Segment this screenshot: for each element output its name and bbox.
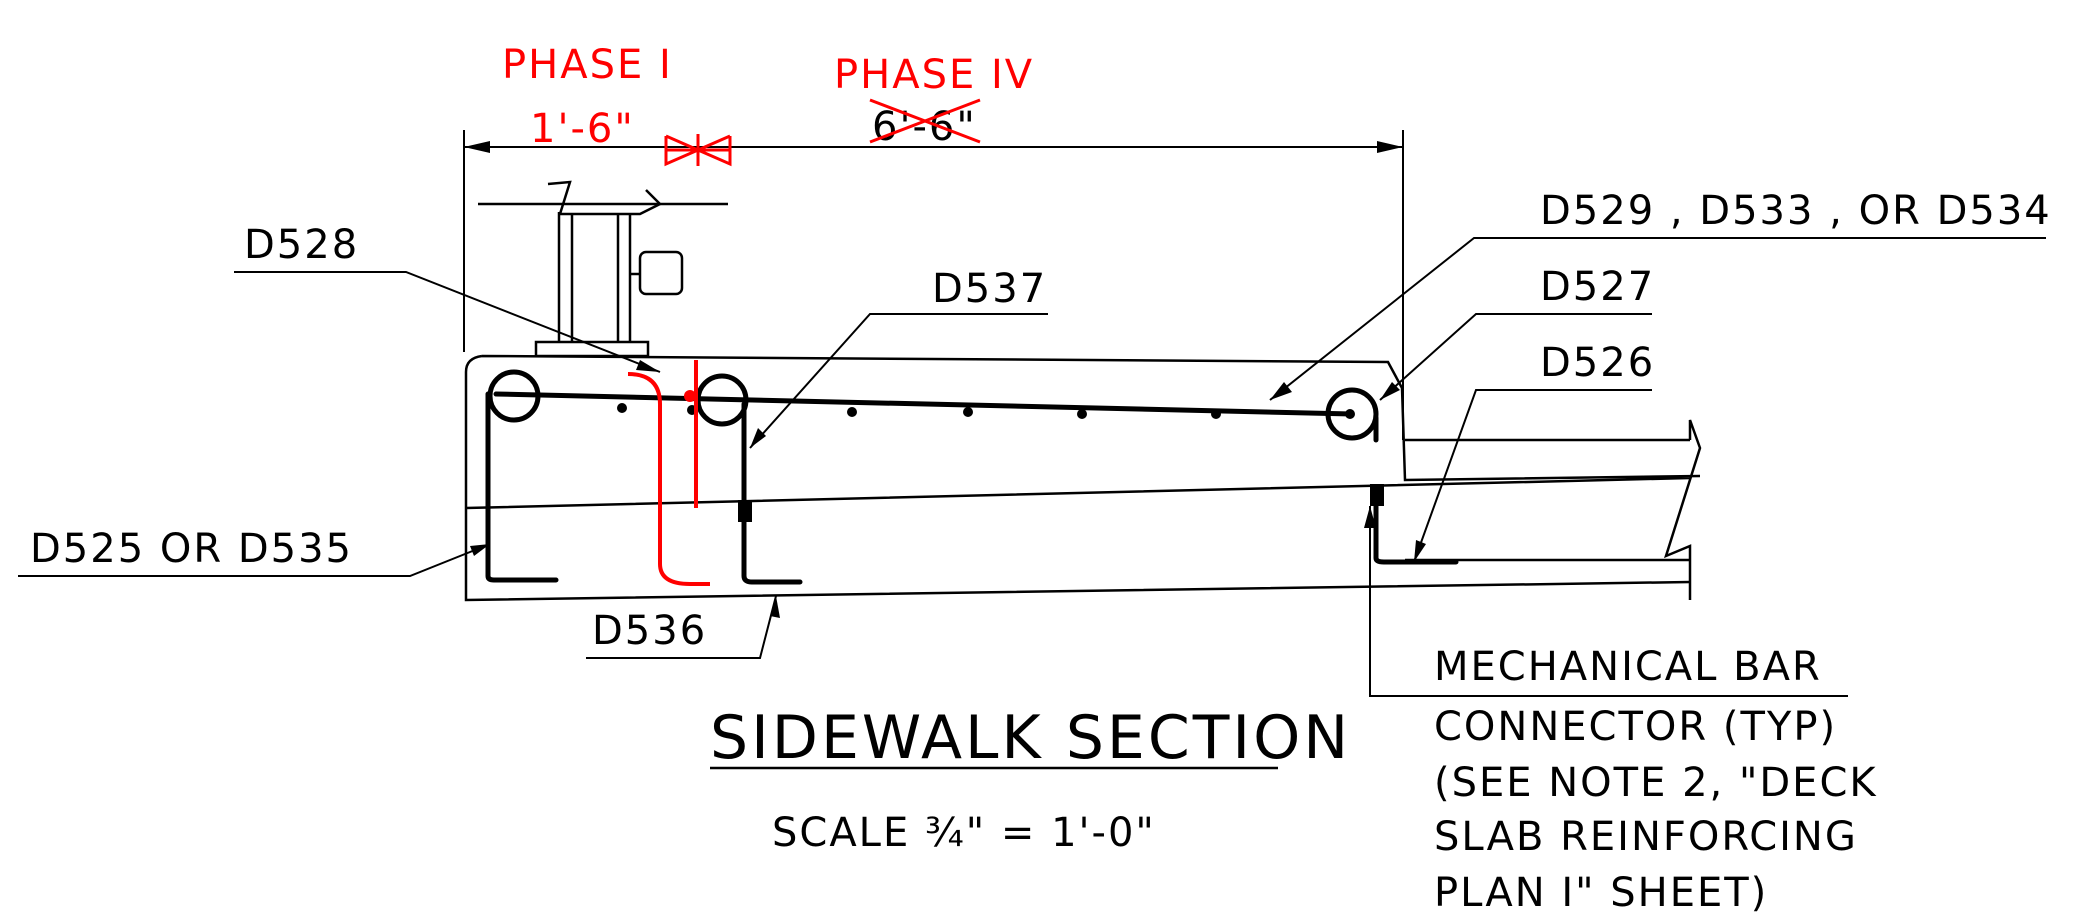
note-line-5: PLAN I" SHEET) (1434, 870, 1768, 916)
phase-iv-dimension: 6'-6" (872, 104, 977, 150)
phase-i-dimension-text: 1'-6" (530, 106, 635, 152)
longitudinal-bars (617, 403, 1355, 419)
revision-dot (684, 390, 696, 402)
dimension-arrow-right (1377, 141, 1403, 153)
sidewalk-concrete-outline (464, 354, 1701, 602)
d525-leader (18, 543, 491, 577)
note-line-3: (SEE NOTE 2, "DECK (1434, 760, 1878, 806)
label-d536: D536 (592, 608, 707, 654)
phase-iv-dimension-strike (869, 98, 981, 144)
note-line-1: MECHANICAL BAR (1434, 644, 1822, 690)
bar-d528-revision (627, 372, 710, 586)
railing-tube (638, 250, 684, 296)
d526-leader (1413, 389, 1652, 563)
note-line-4: SLAB REINFORCING (1434, 814, 1858, 860)
top-transverse-bar (493, 391, 1355, 417)
label-d528: D528 (244, 222, 359, 268)
d527-leader (1379, 313, 1652, 401)
d537-leader (749, 313, 1048, 449)
drawing-title: SIDEWALK SECTION (710, 703, 1351, 773)
left-hook-bend (487, 369, 541, 423)
phase-i-label: PHASE I (502, 42, 673, 88)
phase-iv-label: PHASE IV (834, 52, 1034, 98)
label-d529-d533-d534: D529 , D533 , OR D534 (1540, 188, 2052, 234)
label-d527: D527 (1540, 264, 1655, 310)
mechanical-connector-leader (1369, 506, 1848, 697)
d529-leader (1269, 237, 2046, 401)
railing-post (478, 180, 728, 358)
phase-split-marker (664, 134, 732, 167)
railing-break-line (547, 180, 663, 216)
label-d525-d535: D525 OR D535 (30, 526, 353, 572)
dimension-arrow-left (464, 141, 490, 153)
bar-d525-d535 (485, 391, 559, 583)
label-d526: D526 (1540, 340, 1655, 386)
mechanical-connector-left (738, 500, 752, 522)
note-line-2: CONNECTOR (TYP) (1434, 704, 1837, 750)
bar-d526 (1373, 485, 1459, 565)
label-d537: D537 (932, 266, 1047, 312)
deck-break-line (1664, 419, 1702, 600)
mechanical-connector-note: MECHANICAL BAR CONNECTOR (TYP) (SEE NOTE… (1434, 644, 1878, 916)
bar-d527-bend (1325, 387, 1379, 441)
bar-d536 (741, 557, 803, 585)
railing-base-plate (534, 340, 650, 358)
drawing-scale: SCALE ¾" = 1'-0" (772, 810, 1156, 856)
d528-leader (234, 271, 661, 373)
mechanical-connector-right (1370, 484, 1384, 506)
d536-leader (586, 595, 777, 659)
